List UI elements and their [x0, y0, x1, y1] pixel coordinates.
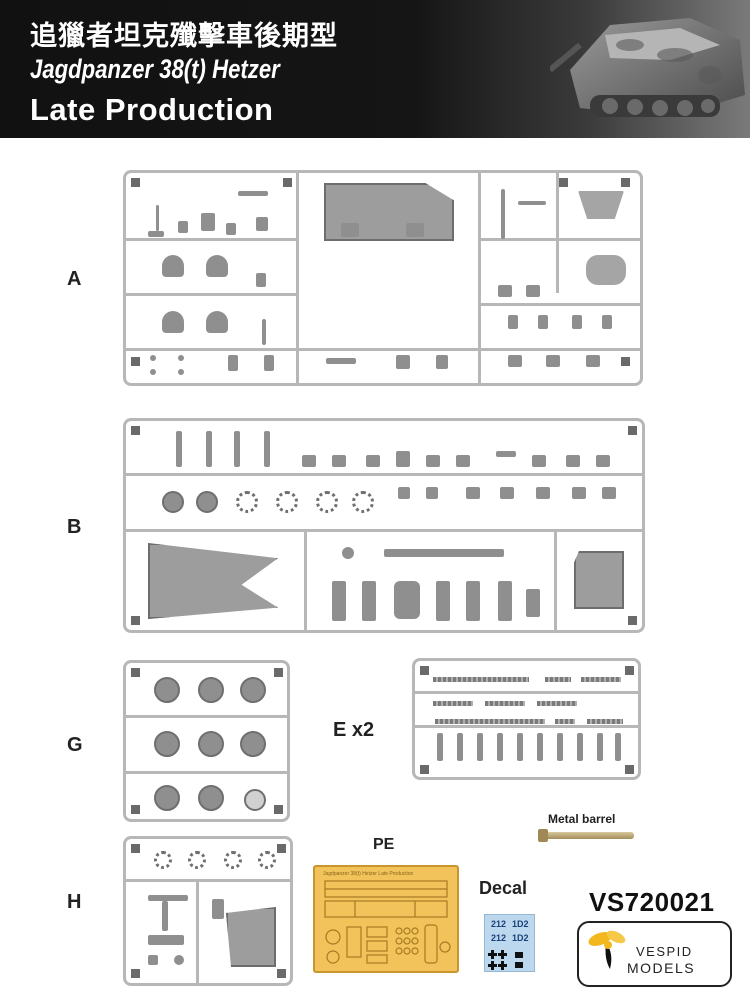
title-chinese: 追獵者坦克殲擊車後期型	[30, 21, 338, 52]
sprue-g	[123, 660, 290, 822]
brand-name-line2: MODELS	[627, 960, 696, 976]
sprue-h-label: H	[67, 891, 82, 913]
title-subtitle: Late Production	[30, 92, 274, 127]
sprue-b-label: B	[67, 516, 82, 538]
sprue-a-label: A	[67, 268, 82, 290]
decal-number: 1D2	[512, 919, 529, 929]
sprue-e	[412, 658, 641, 780]
decal-crosses	[488, 950, 523, 970]
metal-barrel-label: Metal barrel	[548, 812, 616, 826]
product-code: VS720021	[589, 887, 715, 917]
sprue-g-label: G	[67, 734, 83, 756]
decal-number: 212	[491, 933, 507, 943]
header-banner: 追獵者坦克殲擊車後期型 Jagdpanzer 38(t) Hetzer Late…	[0, 0, 750, 138]
decal-number: 212	[491, 919, 507, 929]
sprue-a	[123, 170, 643, 386]
tank-photo	[550, 18, 745, 118]
sprue-e-label: E x2	[333, 719, 375, 741]
decal-label: Decal	[479, 878, 528, 898]
sprue-b	[123, 418, 645, 633]
brand-name-line1: VESPID	[636, 944, 693, 959]
wasp-logo-icon	[588, 930, 626, 969]
pe-parts-drawing	[324, 880, 451, 964]
decal-sheet: 212 1D2 212 1D2	[484, 914, 535, 972]
photo-etch-sheet: Jagdpanzer 38(t) Hetzer Late Production	[313, 865, 459, 973]
brand-logo-frame	[577, 921, 732, 987]
metal-barrel	[540, 832, 634, 839]
sprue-h	[123, 836, 293, 986]
pe-sheet-title: Jagdpanzer 38(t) Hetzer Late Production	[323, 871, 414, 877]
metal-barrel-muzzle	[538, 829, 548, 842]
decal-number: 1D2	[512, 933, 529, 943]
title-english: Jagdpanzer 38(t) Hetzer	[30, 54, 280, 84]
pe-label: PE	[373, 836, 395, 853]
